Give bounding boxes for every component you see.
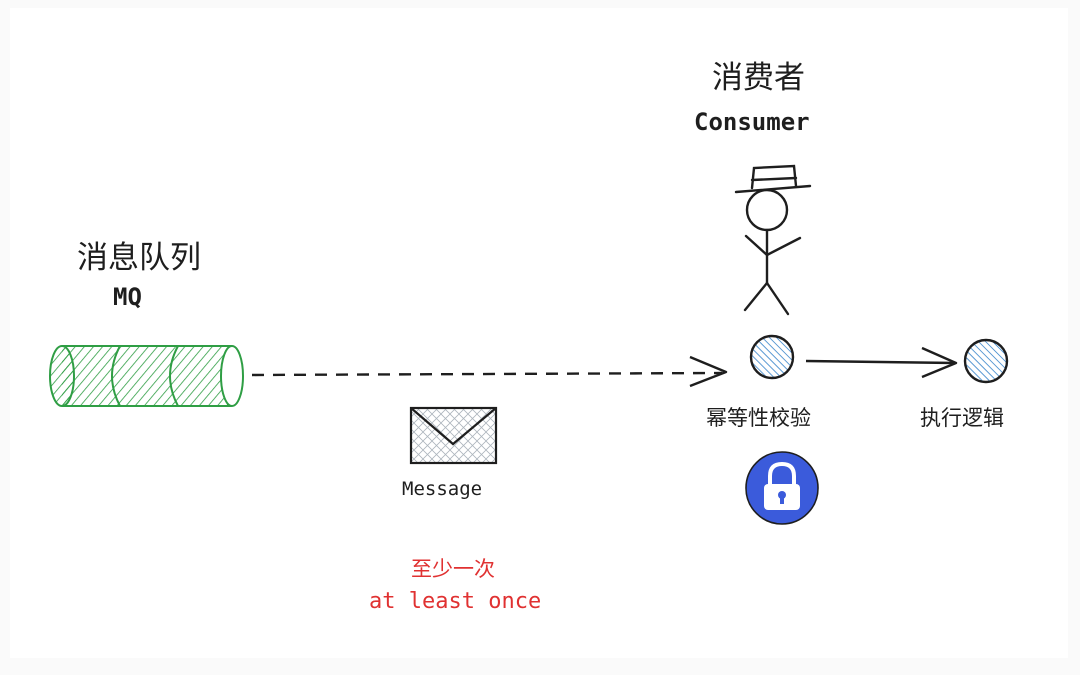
envelope-icon: [409, 406, 498, 465]
idempotent-check-node: [749, 334, 795, 380]
diagram-canvas: [10, 8, 1068, 658]
queue-cylinder-icon: [49, 345, 244, 407]
execute-arrow: [805, 346, 958, 379]
consumer-title: 消费者: [712, 60, 805, 96]
delivery-guarantee-cn: 至少一次: [411, 557, 495, 581]
execute-logic-node: [963, 338, 1009, 384]
consumer-subtitle: Consumer: [694, 108, 810, 136]
mq-title: 消息队列: [77, 240, 201, 276]
stick-figure-icon: [734, 164, 812, 316]
message-label: Message: [402, 478, 483, 500]
delivery-guarantee-en: at least once: [369, 589, 542, 614]
execute-logic-label: 执行逻辑: [920, 406, 1004, 430]
lock-icon: [745, 451, 819, 525]
idempotent-check-label: 幂等性校验: [706, 406, 811, 430]
dashed-delivery-arrow: [251, 355, 728, 388]
mq-subtitle: MQ: [113, 283, 142, 311]
